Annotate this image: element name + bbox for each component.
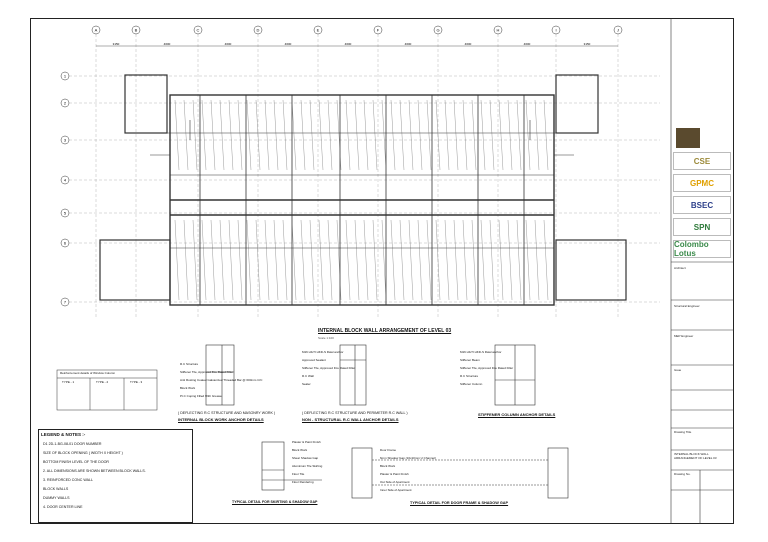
det1-caption: ( DEFLECTING R.C STRUCTURE AND MASONRY W… [178,411,276,415]
grid-col-label: C [197,28,200,33]
grid-row-bubbles: 1 2 3 4 5 6 7 [60,71,660,307]
grid-dim: 4600 [285,42,292,46]
grid-dim: 4600 [164,42,171,46]
legend-item: D1 2D-1-BG-08-01 DOOR NUMBER [43,442,102,446]
detail-note: Stiffener Tile, Approved Fire Rated Fill… [180,370,234,374]
title-block-field: Issue [674,368,682,372]
detail-note: R.C Structure [460,374,479,378]
grid-row-label: 5 [64,211,67,216]
detail-note: Floor Tile [292,472,305,476]
legend-item: SIZE OF BLOCK OPENING ( WIDTH X HEIGHT ) [43,451,123,455]
detail-note: R.C Structure [180,362,199,366]
det5-title: TYPICAL DETAIL FOR DOOR FRAME & SHADOW G… [410,501,509,505]
det3-title: STIFFENER COLUMN ANCHOR DETAILS [478,412,556,417]
detail-note: Door Frame [380,448,397,452]
consultant-logo: GPMC [673,174,731,192]
detail-note: Stiffener Column [460,382,483,386]
grid-row-label: 7 [64,300,67,305]
opening-type-label: TYPE - 2 [96,380,109,384]
legend-box: LEGEND & NOTES :- D1 2D-1-BG-08-01 DOOR … [38,429,193,523]
grid-row-label: 3 [64,138,67,143]
opening-type-label: TYPE - 3 [130,380,143,384]
detail-note: R.C Wall [302,374,314,378]
drawing-sheet [30,18,734,524]
plan-title: INTERNAL BLOCK WALL ARRANGEMENT OF LEVEL… [318,328,452,334]
grid-col-label: D [257,28,260,33]
detail-note: Stiffener Tile, Approved Fire Rated Fill… [460,366,514,370]
detail-note: Stiffener Beam [460,358,480,362]
detail-note: Out Side of Apartment [380,480,410,484]
grid-dim: 4600 [524,42,531,46]
detail-note: Plaster & Paint Finish [292,440,321,444]
opening-table-title: Reinforcement details of Window Column [60,371,116,375]
grid-row-label: 6 [64,241,67,246]
det2-caption: ( DEFLECTING R.C STRUCTURE AND PERIMETER… [302,411,408,415]
grid-col-label: J [617,28,619,33]
detail-note: M16 HILTI HKD-S Rawl anchor [302,350,344,354]
opening-type-table [56,369,158,411]
detail-note: Pt.C Coping Filled With Grease [180,394,222,398]
grid-dim: 4600 [345,42,352,46]
title-block-field: Drawing Title [674,430,692,434]
grid-row-label: 1 [64,74,67,79]
det1-title: INTERNAL BLOCK WORK ANCHOR DETAILS [178,417,264,422]
detail-note: Block Work [180,386,196,390]
grid-col-label: G [436,28,439,33]
title-block-field: Drawing No. [674,472,691,476]
title-block [670,18,734,524]
detail-note: Anti Rusting Coated Galvanized Threaded … [180,378,263,382]
grid-row-label: 2 [64,101,67,106]
consultant-logo: BSEC [673,196,731,214]
legend-item: DUMMY WALLS [43,496,70,500]
grid-column-bubbles: A B C D E F G H I J [91,25,623,318]
grid-dim: 3150 [584,42,591,46]
detail-note: Shear Shadow Gap [292,456,319,460]
grid-col-label: E [317,28,320,33]
det4-title: TYPICAL DETAIL FOR SKIRTING & SHADOW GAP [232,500,318,504]
legend-item: BOTTOM FINISH LEVEL OF THE DOOR [43,460,110,464]
grid-row-label: 4 [64,178,67,183]
detail-note: Aluminium Tile Skirting [292,464,323,468]
client-logo [676,128,700,148]
detail-note: Inner Side of Apartment [380,488,412,492]
title-block-section: Architect [674,266,686,270]
drawing-title-value: INTERNAL BLOCK WALL ARRANGEMENT OF LEVEL… [674,452,717,460]
consultant-logo: SPN [673,218,731,236]
opening-type-label: TYPE - 1 [62,380,75,384]
detail-note: Block Work [380,464,396,468]
legend-item: BLOCK WALLS [43,487,69,491]
grid-dim: 3150 [113,42,120,46]
grid-dim: 4600 [405,42,412,46]
det2-title: NON - STRUCTURAL R.C WALL ANCHOR DETAILS [302,417,399,422]
legend-item: 4. DOOR CENTER LINE [43,505,83,509]
grid-col-label: I [555,28,556,33]
grid-dim: 4600 [465,42,472,46]
legend-item: 2. ALL DIMENSIONS ARE SHOWN BETWEEN BLOC… [43,469,146,473]
detail-drawings [205,344,569,499]
detail-note: Sealer [302,382,311,386]
grid-col-label: F [377,28,380,33]
floor-plan [99,74,627,306]
detail-note: 6mm Shadow Gap (10x10mm U Channel) [380,456,436,460]
legend-item: 3. REINFORCED CONC WALL [43,478,93,482]
legend-title: LEGEND & NOTES :- [41,432,86,437]
title-block-section: Structural Engineer [674,304,700,308]
detail-note: Floor Rendering [292,480,314,484]
grid-col-label: A [95,28,98,33]
consultant-logo: CSE [673,152,731,170]
detail-note: M16 HILTI HKD-S Rawl anchor [460,350,502,354]
grid-col-label: B [135,28,138,33]
grid-dimensions: 3150 4600 4600 4600 4600 4600 4600 4600 3150 [96,42,618,47]
grid-col-label: H [497,28,500,33]
detail-note: Plaster & Paint Finish [380,472,409,476]
detail-note: Stiffener Tile, Approved Fire Rated Fill… [302,366,356,370]
plan-hatching [174,99,549,301]
detail-note: Approved Sealant [302,358,326,362]
detail-note: Block Work [292,448,308,452]
grid-dim: 4600 [225,42,232,46]
plan-scale: Scale 1:100 [318,336,334,340]
consultant-logo: Colombo Lotus [673,240,731,258]
title-block-section: MEP Engineer [674,334,694,338]
